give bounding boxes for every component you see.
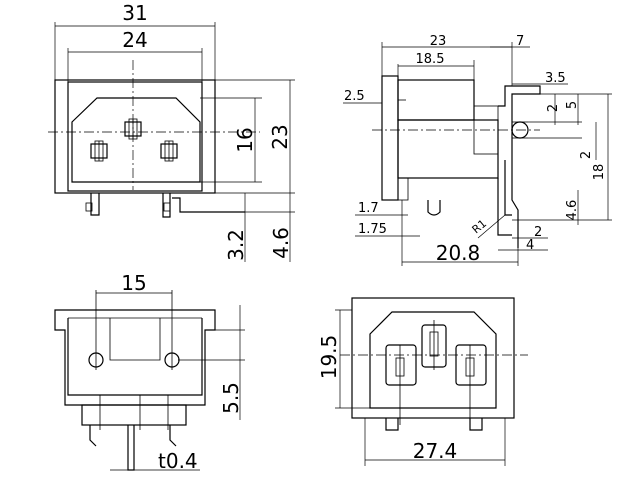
- bottom-foot-left: [385, 418, 399, 431]
- top-outline: [54, 309, 216, 406]
- dim-4-6: 4.6: [269, 227, 293, 259]
- dim-24: 24: [122, 28, 147, 52]
- dim-t0-4: t0.4: [158, 449, 198, 473]
- front-tab: [172, 197, 245, 213]
- bottom-cavity: [369, 311, 497, 409]
- top-pin-right: [169, 425, 177, 447]
- dim-4-6-side: 4.6: [565, 200, 580, 221]
- side-body-upper: [397, 79, 475, 121]
- bottom-contact-right: [455, 344, 487, 386]
- side-pin: [504, 160, 512, 216]
- bottom-view: 19.5 27.4: [317, 297, 528, 466]
- top-pin-left: [89, 425, 97, 447]
- front-body-outline: [67, 81, 203, 192]
- top-base: [81, 404, 187, 426]
- dim-1-7: 1.7: [358, 201, 379, 216]
- dim-4: 4: [526, 238, 534, 253]
- dim-5: 5: [565, 101, 580, 109]
- dim-3-5: 3.5: [545, 71, 566, 86]
- dim-7: 7: [516, 34, 524, 49]
- bottom-foot-right: [469, 418, 483, 431]
- side-flange: [381, 75, 399, 201]
- dim-3-2: 3.2: [224, 229, 248, 261]
- dim-18-5: 18.5: [416, 52, 445, 67]
- bottom-outline: [351, 297, 515, 419]
- top-inner: [67, 318, 203, 396]
- dim-5-5: 5.5: [219, 382, 243, 414]
- contact-left: [90, 140, 108, 162]
- dim-20-8: 20.8: [436, 241, 481, 265]
- side-latch: [427, 200, 441, 216]
- dim-r1: R1: [470, 217, 490, 236]
- top-pin-center: [127, 425, 135, 471]
- dim-1-75: 1.75: [358, 222, 387, 237]
- dim-31: 31: [122, 1, 147, 25]
- bottom-contact-left: [385, 344, 417, 386]
- contact-right: [160, 140, 178, 162]
- dim-2-step: 2: [579, 151, 594, 159]
- dim-23-side: 23: [430, 34, 447, 49]
- side-view: 23 7 18.5 2.5 3.5 2 5 2 18 4.6 1.7 1.75 …: [343, 34, 612, 266]
- dim-2-5: 2.5: [344, 89, 365, 104]
- front-view: 31 24 16 23 3.2 4.6: [48, 1, 295, 262]
- dim-23: 23: [268, 124, 292, 149]
- top-view: 15 5.5 t0.4: [54, 271, 245, 473]
- dim-18: 18: [592, 164, 607, 181]
- front-pin-left: [90, 193, 100, 216]
- side-body-lower: [397, 119, 499, 179]
- dim-27-4: 27.4: [413, 439, 458, 463]
- side-foot: [497, 178, 512, 236]
- socket-cavity: [71, 97, 201, 183]
- dim-2-foot: 2: [534, 225, 542, 240]
- dim-2-tab: 2: [546, 104, 561, 112]
- dim-16: 16: [233, 127, 257, 152]
- dim-19-5: 19.5: [317, 335, 341, 380]
- dim-15: 15: [121, 271, 146, 295]
- side-clip: [498, 85, 541, 248]
- front-flange-outline: [54, 79, 216, 194]
